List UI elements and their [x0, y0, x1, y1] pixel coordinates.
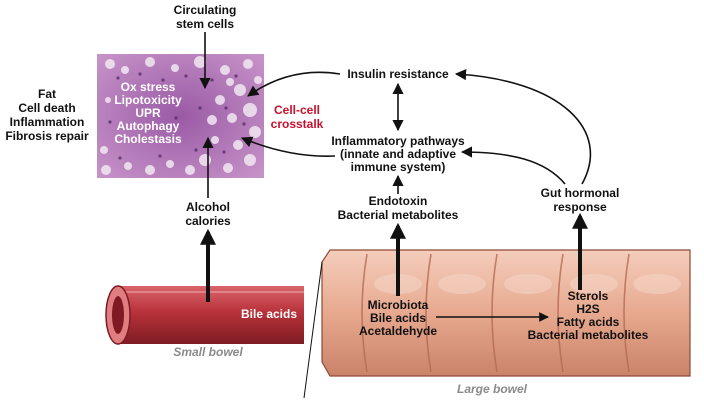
- large-bowel-caption: Large bowel: [457, 382, 528, 396]
- liver-item-lipotoxicity: Lipotoxicity: [114, 93, 182, 107]
- arrow-insulin-to-liver: [247, 71, 341, 97]
- small-bowel-tube: [105, 285, 304, 345]
- gut-hormonal-label-line2: response: [553, 200, 607, 214]
- liver-histology-image: Ox stress Lipotoxicity UPR Autophagy Cho…: [97, 54, 264, 178]
- left-item-inflammation: Inflammation: [10, 115, 85, 129]
- large-bowel-left-acetaldehyde: Acetaldehyde: [359, 324, 437, 338]
- arrow-inflammatory-to-liver: [240, 136, 336, 157]
- large-bowel-right-bacterial-metabolites: Bacterial metabolites: [528, 328, 649, 342]
- arrow-gut-hormonal-to-inflammatory: [460, 146, 566, 185]
- haustra-folds: [361, 253, 630, 373]
- circulating-label-line2: stem cells: [176, 17, 234, 31]
- crosstalk-label-line1: Cell-cell: [274, 103, 320, 117]
- arrows: [199, 32, 592, 322]
- crosstalk-label-line2: crosstalk: [271, 117, 324, 131]
- inflammatory-label-line2: (innate and adaptive: [340, 147, 456, 161]
- tissue-vacuoles: [100, 56, 262, 175]
- large-bowel-right-fatty-acids: Fatty acids: [557, 315, 620, 329]
- endotoxin-label-line1: Endotoxin: [369, 194, 428, 208]
- alcohol-label-line1: Alcohol: [186, 200, 230, 214]
- large-bowel-right-sterols: Sterols: [568, 289, 609, 303]
- large-bowel-left-microbiota: Microbiota: [368, 298, 429, 312]
- small-bowel-caption: Small bowel: [173, 345, 243, 359]
- liver-item-cholestasis: Cholestasis: [114, 132, 182, 146]
- tissue-nuclei: [108, 72, 246, 160]
- large-bowel-left-bile-acids: Bile acids: [370, 311, 426, 325]
- left-item-fat: Fat: [38, 87, 56, 101]
- liver-item-upr: UPR: [135, 106, 161, 120]
- liver-item-autophagy: Autophagy: [117, 119, 180, 133]
- inflammatory-label-line3: immune system): [351, 160, 446, 174]
- small-bowel-content-label: Bile acids: [241, 307, 297, 321]
- endotoxin-label-line2: Bacterial metabolites: [338, 208, 459, 222]
- inflammatory-label-line1: Inflammatory pathways: [331, 134, 465, 148]
- alcohol-label-line2: calories: [185, 214, 231, 228]
- circulating-label-line1: Circulating: [174, 3, 237, 17]
- large-bowel-right-h2s: H2S: [576, 302, 599, 316]
- gut-hormonal-label-line1: Gut hormonal: [541, 186, 620, 200]
- arrow-gut-hormonal-to-insulin: [454, 68, 592, 185]
- left-item-fibrosis-repair: Fibrosis repair: [5, 129, 89, 143]
- liver-item-ox-stress: Ox stress: [121, 80, 176, 94]
- insulin-resistance-label: Insulin resistance: [347, 67, 449, 81]
- left-item-cell-death: Cell death: [18, 101, 75, 115]
- large-bowel-cut-line: [303, 261, 323, 399]
